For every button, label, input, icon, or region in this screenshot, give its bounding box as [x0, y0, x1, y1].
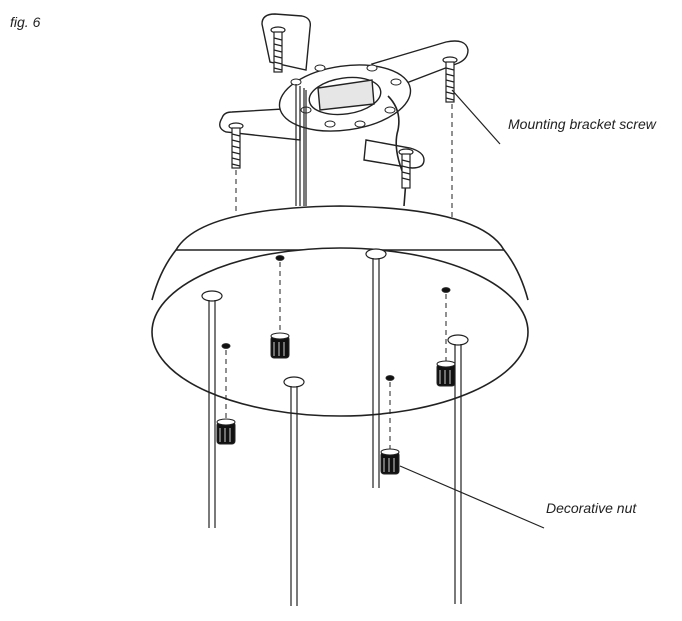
screw-3 — [228, 122, 244, 169]
nut-2 — [436, 360, 456, 387]
nut-3 — [216, 418, 236, 445]
screw-1 — [270, 26, 286, 73]
mounting-bracket-screws — [228, 26, 458, 189]
screw-2 — [442, 56, 458, 103]
screw-guide-lines — [235, 104, 453, 222]
nut-4 — [380, 448, 400, 475]
decorative-nut-label: Decorative nut — [546, 500, 637, 516]
hanging-rods — [208, 258, 462, 606]
leader-lines — [399, 89, 545, 529]
screw-4 — [398, 148, 414, 189]
canopy — [151, 205, 529, 417]
figure-label: fig. 6 — [10, 14, 41, 30]
nut-holes — [221, 255, 451, 381]
nut-guide-lines — [225, 262, 447, 450]
nut-1 — [270, 332, 290, 359]
rod-holes — [201, 248, 469, 388]
mounting-bracket-screw-label: Mounting bracket screw — [508, 116, 656, 132]
support-rods — [295, 84, 307, 206]
decorative-nuts — [216, 332, 456, 475]
mounting-bracket-ring — [278, 64, 412, 132]
